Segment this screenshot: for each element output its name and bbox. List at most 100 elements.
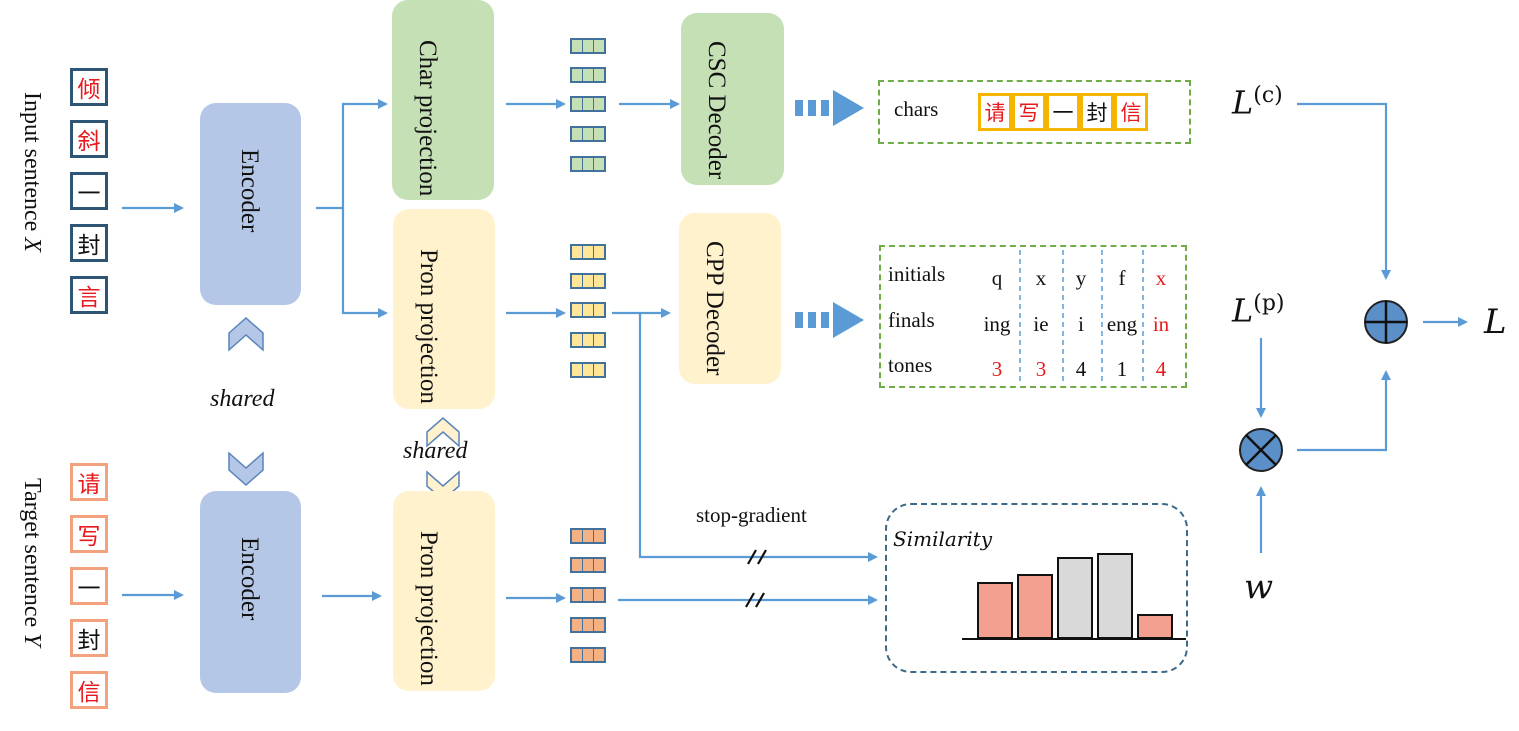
pron-finals-value: ing	[983, 312, 1011, 336]
similarity-bar	[1097, 553, 1133, 639]
pron-tones-value: 3	[991, 357, 1003, 381]
dash-arrow-head	[833, 302, 864, 338]
pron-finals-value: in	[1152, 312, 1170, 336]
shared-chevron-down	[228, 451, 264, 487]
char-projection-label: Char projection	[414, 40, 441, 197]
similarity-bar	[977, 582, 1013, 639]
stopgrad-tick	[747, 549, 757, 565]
arrow-encoder-split	[316, 99, 388, 210]
loss-char-base: L	[1232, 83, 1254, 122]
stop-gradient-label: stop-gradient	[696, 503, 807, 527]
embedding-vector	[570, 302, 606, 318]
embedding-vector	[570, 126, 606, 142]
output-char-cell: 请	[978, 93, 1012, 131]
shared-chevron-up	[426, 417, 460, 448]
pron-projection-label: Pron projection	[415, 531, 442, 686]
embedding-vector	[570, 156, 606, 172]
similarity-baseline	[962, 638, 1186, 640]
similarity-bar	[1137, 614, 1173, 639]
loss-pron-base: L	[1232, 291, 1254, 330]
pron-initials-value: x	[1035, 266, 1047, 290]
target-char-cell: 请	[70, 463, 108, 501]
input-sentence-text: Input sentence	[19, 92, 45, 232]
output-char-cell: 写	[1012, 93, 1046, 131]
loss-pron: L(p)	[1232, 291, 1285, 330]
arrow-times-plus	[1297, 370, 1391, 452]
target-sentence-text: Target sentence	[19, 478, 45, 628]
target-sentence-label: Target sentence Y	[18, 478, 45, 647]
embedding-vector	[570, 587, 606, 603]
encoder-label: Encoder	[236, 149, 263, 233]
loss-char: L(c)	[1232, 83, 1283, 122]
pron-projection-label: Pron projection	[415, 249, 442, 404]
pron-finals-value: ie	[1033, 312, 1049, 336]
char-projection: Char projection	[392, 0, 494, 200]
similarity-bar	[1057, 557, 1093, 639]
pron-initials-value: y	[1075, 266, 1087, 290]
chars-output-box	[878, 80, 1191, 144]
dash-arrow-head	[833, 90, 864, 126]
csc-decoder: CSC Decoder	[681, 13, 784, 185]
input-char-cell: 一	[70, 172, 108, 210]
pron-output-box	[879, 245, 1187, 388]
chars-label: chars	[894, 97, 939, 121]
arrow-lc-plus	[1297, 102, 1391, 280]
output-char-cell: 封	[1080, 93, 1114, 131]
arrow-stopgrad	[638, 313, 878, 562]
input-char-cell: 斜	[70, 120, 108, 158]
similarity-label: Similarity	[893, 527, 993, 551]
dash-arrow-seg	[808, 100, 816, 116]
embedding-vector	[570, 96, 606, 112]
target-char-cell: 一	[70, 567, 108, 605]
encoder-bottom: Encoder	[200, 491, 301, 693]
pron-row-label: finals	[888, 308, 935, 332]
pron-projection-top: Pron projection	[393, 209, 495, 409]
times-operator	[1239, 428, 1283, 472]
cpp-decoder: CPP Decoder	[679, 213, 781, 384]
dash-arrow-seg	[808, 312, 816, 328]
input-sentence-label: Input sentence X	[18, 92, 45, 252]
embedding-vector	[570, 647, 606, 663]
pron-row-label: tones	[888, 353, 933, 377]
shared-label-encoder: shared	[210, 386, 275, 412]
input-char-cell: 倾	[70, 68, 108, 106]
pron-initials-value: f	[1118, 266, 1126, 290]
target-char-cell: 信	[70, 671, 108, 709]
stopgrad-tick	[745, 592, 755, 608]
stopgrad-tick	[757, 549, 767, 565]
pron-finals-value: eng	[1106, 312, 1138, 336]
pron-finals-value: i	[1078, 312, 1084, 336]
embedding-vector	[570, 273, 606, 289]
pron-tones-value: 4	[1075, 357, 1087, 381]
plus-operator	[1364, 300, 1408, 344]
target-var: Y	[19, 633, 45, 647]
similarity-bar	[1017, 574, 1053, 639]
embedding-vector	[570, 332, 606, 348]
pron-projection-bottom: Pron projection	[393, 491, 495, 691]
pron-tones-value: 3	[1035, 357, 1047, 381]
target-char-cell: 封	[70, 619, 108, 657]
loss-char-sup: (c)	[1253, 83, 1283, 108]
input-char-cell: 封	[70, 224, 108, 262]
output-char-cell: 一	[1046, 93, 1080, 131]
shared-chevron-up	[228, 316, 264, 352]
embedding-vector	[570, 362, 606, 378]
similarity-box	[885, 503, 1188, 673]
pron-tones-value: 1	[1116, 357, 1128, 381]
encoder-top: Encoder	[200, 103, 301, 305]
target-char-cell: 写	[70, 515, 108, 553]
pron-row-label: initials	[888, 262, 946, 286]
encoder-label: Encoder	[236, 537, 263, 621]
input-char-cell: 言	[70, 276, 108, 314]
pron-tones-value: 4	[1155, 357, 1167, 381]
dash-arrow-seg	[795, 100, 803, 116]
embedding-vector	[570, 617, 606, 633]
cpp-decoder-label: CPP Decoder	[701, 241, 728, 376]
embedding-vector	[570, 67, 606, 83]
output-char-cell: 信	[1114, 93, 1148, 131]
stopgrad-tick	[755, 592, 765, 608]
pron-initials-value: q	[991, 266, 1003, 290]
input-var: X	[19, 237, 45, 252]
